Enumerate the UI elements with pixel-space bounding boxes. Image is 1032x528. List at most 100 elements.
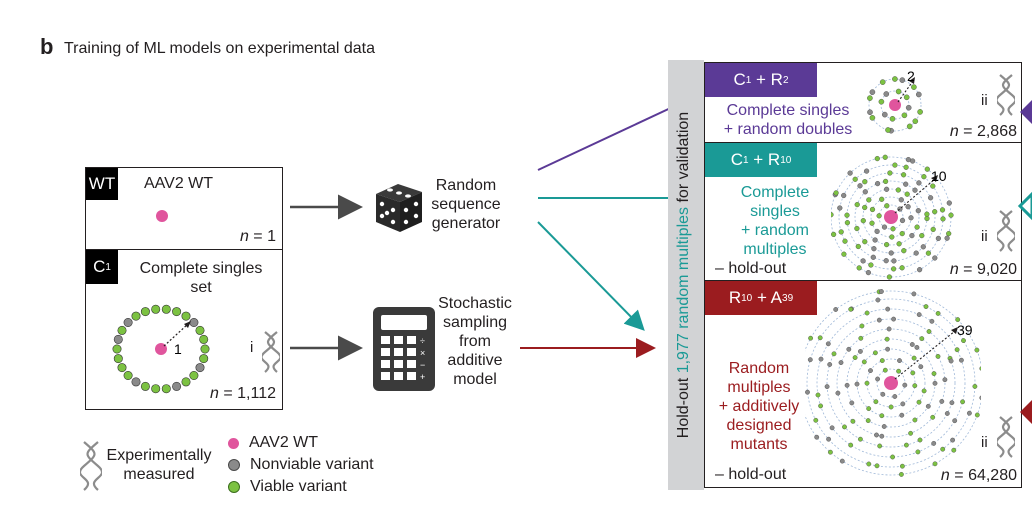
variant-dot <box>864 310 870 316</box>
variant-dot <box>838 360 844 366</box>
variant-dot <box>837 205 843 211</box>
variant-dot <box>917 109 923 115</box>
variant-dot <box>897 358 902 364</box>
variant-dot <box>860 258 866 264</box>
variant-dot <box>885 127 891 133</box>
wt-tag: WT <box>86 168 118 200</box>
variant-dot <box>895 88 902 95</box>
variant-dot <box>908 215 914 221</box>
variant-dot <box>915 208 921 214</box>
variant-dot <box>875 297 881 303</box>
variant-dot <box>848 306 854 312</box>
dice-icon <box>376 184 422 232</box>
variant-dot <box>172 307 182 317</box>
svg-text:+: + <box>420 372 425 382</box>
variant-dot <box>892 162 898 168</box>
variant-dot <box>131 377 141 387</box>
variant-dot <box>884 203 890 209</box>
variant-dot <box>899 412 905 418</box>
variant-dot <box>864 380 870 386</box>
variant-dot <box>909 232 915 239</box>
variant-dot <box>835 390 841 396</box>
variant-dot <box>950 437 956 443</box>
wt-label: AAV2 WT <box>144 175 214 192</box>
c1-ring-dots <box>112 304 210 394</box>
variant-dot <box>140 307 150 317</box>
legend-item-wt: AAV2 WT <box>228 432 374 454</box>
variant-dot <box>910 370 916 376</box>
variant-dot <box>858 349 863 354</box>
legend-items: AAV2 WT Nonviable variant Viable variant <box>228 432 374 498</box>
variant-dot <box>858 436 863 442</box>
variant-dot <box>906 123 913 130</box>
variant-dot <box>131 311 141 321</box>
c1r10-ring-diagram: 10 <box>831 154 954 280</box>
c1r10-ring-dots <box>831 154 954 280</box>
variant-dot <box>882 178 889 185</box>
variant-dot <box>862 189 868 195</box>
variant-dot <box>909 158 916 164</box>
c1-ring-diagram: 1 <box>112 304 210 394</box>
variant-dot <box>879 413 885 419</box>
c1r2-roman: ii <box>981 92 988 109</box>
r10a39-ring-dots <box>805 289 981 477</box>
variant-dot <box>885 306 891 312</box>
variant-dot <box>814 434 820 440</box>
variant-dot <box>879 289 884 294</box>
variant-dot <box>927 195 934 201</box>
variant-dot <box>195 325 205 335</box>
variant-dot <box>181 377 191 387</box>
variant-dot <box>831 212 834 218</box>
holdout-label: Hold-out 1,977 random multiples for vali… <box>675 111 692 439</box>
variant-dot <box>979 366 981 371</box>
variant-dot <box>892 76 898 82</box>
c1r2-ring-diagram: 2 <box>867 68 923 134</box>
variant-dot <box>151 384 161 394</box>
variant-dot <box>844 212 850 218</box>
variant-dot <box>878 98 885 105</box>
variant-dot <box>879 433 885 439</box>
c1-arrowhead <box>184 321 191 328</box>
variant-dot <box>807 357 813 363</box>
variant-dot <box>848 442 854 448</box>
variant-dot <box>892 394 898 399</box>
variant-dot <box>862 179 868 185</box>
variant-dot <box>896 241 902 247</box>
variant-dot <box>903 181 909 187</box>
variant-dot <box>901 248 907 254</box>
variant-dot <box>829 425 835 431</box>
variant-dot <box>872 237 878 243</box>
variant-dot <box>916 180 922 186</box>
variant-dot <box>858 335 864 341</box>
variant-dot <box>831 231 837 237</box>
variant-dot <box>874 432 879 438</box>
variant-dot <box>181 311 191 321</box>
variant-dot <box>879 358 885 364</box>
variant-dot <box>862 239 868 245</box>
variant-dot <box>942 377 948 383</box>
variant-dot <box>915 449 921 455</box>
edge-markers <box>1017 100 1032 424</box>
variant-dot <box>866 197 872 203</box>
to-c1r2-arrow <box>537 95 696 171</box>
variant-dot <box>865 269 872 276</box>
variant-dot <box>869 115 876 121</box>
variant-dot <box>921 388 927 394</box>
variant-dot <box>841 192 847 199</box>
variant-dot <box>874 463 880 469</box>
variant-dot <box>932 380 938 386</box>
variant-dot <box>946 200 952 206</box>
variant-dot <box>926 329 932 334</box>
variant-dot <box>818 403 824 409</box>
variant-dot <box>885 346 891 352</box>
variant-dot <box>909 342 915 347</box>
variant-dot <box>918 364 924 370</box>
variant-dot <box>113 354 123 364</box>
variant-dot <box>912 417 918 423</box>
